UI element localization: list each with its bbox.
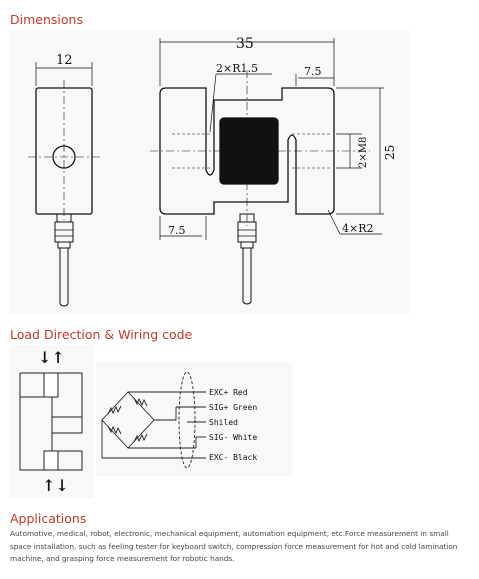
dim-height: 25 bbox=[383, 145, 397, 160]
dim-corner-radius: 4×R2 bbox=[342, 222, 374, 235]
applications-text: Automotive, medical, robot, electronic, … bbox=[10, 529, 458, 564]
wire-sig-plus: SIG+ Green bbox=[209, 403, 257, 412]
load-direction-diagram: ↓↑ ↑↓ bbox=[19, 348, 83, 495]
wire-sig-minus: SIG- White bbox=[209, 433, 257, 442]
dim-gap-top: 7.5 bbox=[304, 65, 322, 78]
dim-thread: 2×M8 bbox=[358, 137, 369, 168]
dim-gap-bottom: 7.5 bbox=[168, 224, 186, 237]
wiring-diagram: EXC+ Red SIG+ Green Shiled SIG- White EX… bbox=[101, 371, 257, 469]
wire-shield: Shiled bbox=[209, 418, 238, 427]
dim-radius-top: 2×R1.5 bbox=[216, 62, 258, 75]
wire-exc-minus: EXC- Black bbox=[209, 453, 257, 462]
dim-width-left: 12 bbox=[56, 53, 73, 68]
wiring-panel: EXC+ Red SIG+ Green Shiled SIG- White EX… bbox=[96, 362, 292, 476]
dim-width-total: 35 bbox=[236, 36, 254, 52]
front-view-body bbox=[159, 87, 335, 215]
dimension-drawing-panel: 12 35 2×R1.5 7.5 7.5 4×R2 2×M8 25 bbox=[10, 30, 409, 314]
load-direction-panel: ↓↑ ↑↓ bbox=[10, 345, 93, 498]
applications-heading: Applications bbox=[10, 511, 87, 526]
load-arrows-top: ↓↑ bbox=[38, 348, 65, 367]
dimension-drawing: 12 35 2×R1.5 7.5 7.5 4×R2 2×M8 25 bbox=[28, 36, 397, 307]
load-arrows-bottom: ↑↓ bbox=[42, 476, 69, 495]
wire-exc-plus: EXC+ Red bbox=[209, 388, 248, 397]
load-wiring-heading: Load Direction & Wiring code bbox=[10, 327, 193, 342]
dimensions-heading: Dimensions bbox=[10, 12, 83, 27]
